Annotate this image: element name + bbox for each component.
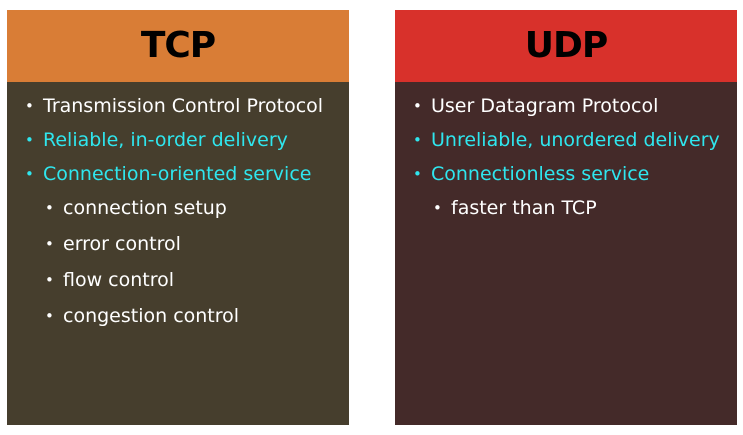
bullet-icon: •: [45, 307, 54, 325]
udp-list-item: • Unreliable, unordered delivery: [413, 126, 723, 154]
udp-list-item-text: faster than TCP: [451, 197, 597, 219]
tcp-list-item-text: flow control: [63, 269, 175, 291]
bullet-icon: •: [413, 131, 422, 149]
tcp-list-item-text: Transmission Control Protocol: [43, 95, 324, 117]
bullet-icon: •: [45, 271, 54, 289]
bullet-icon: •: [25, 131, 34, 149]
bullet-icon: •: [45, 235, 54, 253]
tcp-list-item-text: congestion control: [63, 305, 240, 327]
tcp-feature-list: • Transmission Control Protocol • Reliable,…: [25, 92, 335, 330]
udp-list-item-text: Unreliable, unordered delivery: [431, 129, 720, 151]
tcp-list-item: • congestion control: [25, 302, 335, 330]
udp-list-item-text: User Datagram Protocol: [431, 95, 659, 117]
tcp-list-item: • error control: [25, 230, 335, 258]
tcp-list-item: • connection setup: [25, 194, 335, 222]
tcp-panel: TCP • Transmission Control Protocol • Relia…: [7, 10, 349, 425]
bullet-icon: •: [413, 165, 422, 183]
tcp-list-item-text: Reliable, in-order delivery: [43, 129, 288, 151]
tcp-list-item: • Reliable, in-order delivery: [25, 126, 335, 154]
udp-body: • User Datagram Protocol • Unreliable, unor…: [395, 82, 737, 425]
udp-feature-list: • User Datagram Protocol • Unreliable, unor…: [413, 92, 723, 222]
udp-list-item: • User Datagram Protocol: [413, 92, 723, 120]
tcp-list-item-text: Connection-oriented service: [43, 163, 312, 185]
bullet-icon: •: [413, 97, 422, 115]
tcp-list-item-text: connection setup: [63, 197, 227, 219]
tcp-header: TCP: [7, 10, 349, 82]
bullet-icon: •: [25, 165, 34, 183]
udp-list-item-text: Connectionless service: [431, 163, 650, 185]
bullet-icon: •: [433, 199, 442, 217]
tcp-body: • Transmission Control Protocol • Reliable,…: [7, 82, 349, 425]
udp-list-item: • faster than TCP: [413, 194, 723, 222]
udp-title: UDP: [524, 25, 608, 66]
tcp-list-item: • Connection-oriented service: [25, 160, 335, 188]
udp-header: UDP: [395, 10, 737, 82]
tcp-list-item-text: error control: [63, 233, 181, 255]
udp-list-item: • Connectionless service: [413, 160, 723, 188]
tcp-list-item: • Transmission Control Protocol: [25, 92, 335, 120]
tcp-title: TCP: [140, 25, 216, 66]
bullet-icon: •: [25, 97, 34, 115]
udp-panel: UDP • User Datagram Protocol • Unreliable, …: [395, 10, 737, 425]
bullet-icon: •: [45, 199, 54, 217]
tcp-list-item: • flow control: [25, 266, 335, 294]
